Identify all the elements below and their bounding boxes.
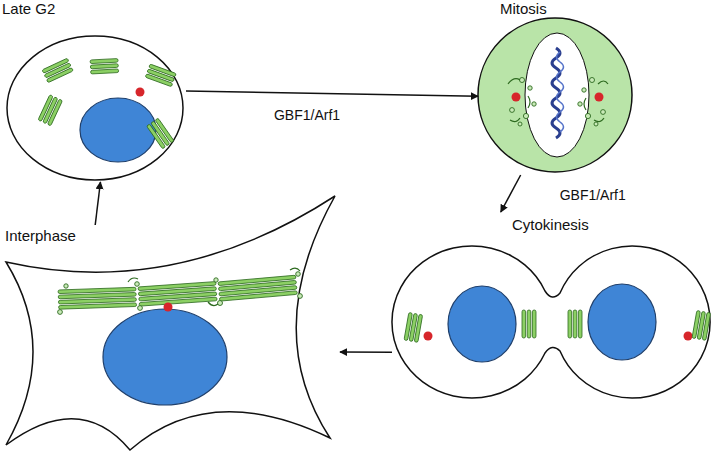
stage-label: Mitosis (500, 0, 547, 18)
mitosis-cell (478, 18, 632, 172)
cycle-arrow (95, 182, 100, 225)
stage-label: Cytokinesis (512, 216, 589, 234)
cytokinesis-cell (392, 246, 711, 398)
late-g2-cell: Late G2 (0, 0, 186, 182)
stage-label: Interphase (5, 227, 76, 245)
cycle-arrow (186, 91, 478, 96)
cycle-arrow (501, 175, 521, 212)
cytokinesis-cell: Cytokinesis (392, 212, 712, 404)
stage-label: Late G2 (2, 0, 55, 18)
arrow-label: GBF1/Arf1 (273, 107, 341, 124)
interphase-cell (6, 196, 335, 450)
cycle-arrow (340, 351, 392, 353)
late-g2-cell (7, 36, 183, 180)
mitosis-cell: Mitosis (478, 0, 636, 175)
interphase-cell: Interphase (0, 225, 340, 454)
arrow-label: GBF1/Arf1 (559, 187, 627, 204)
